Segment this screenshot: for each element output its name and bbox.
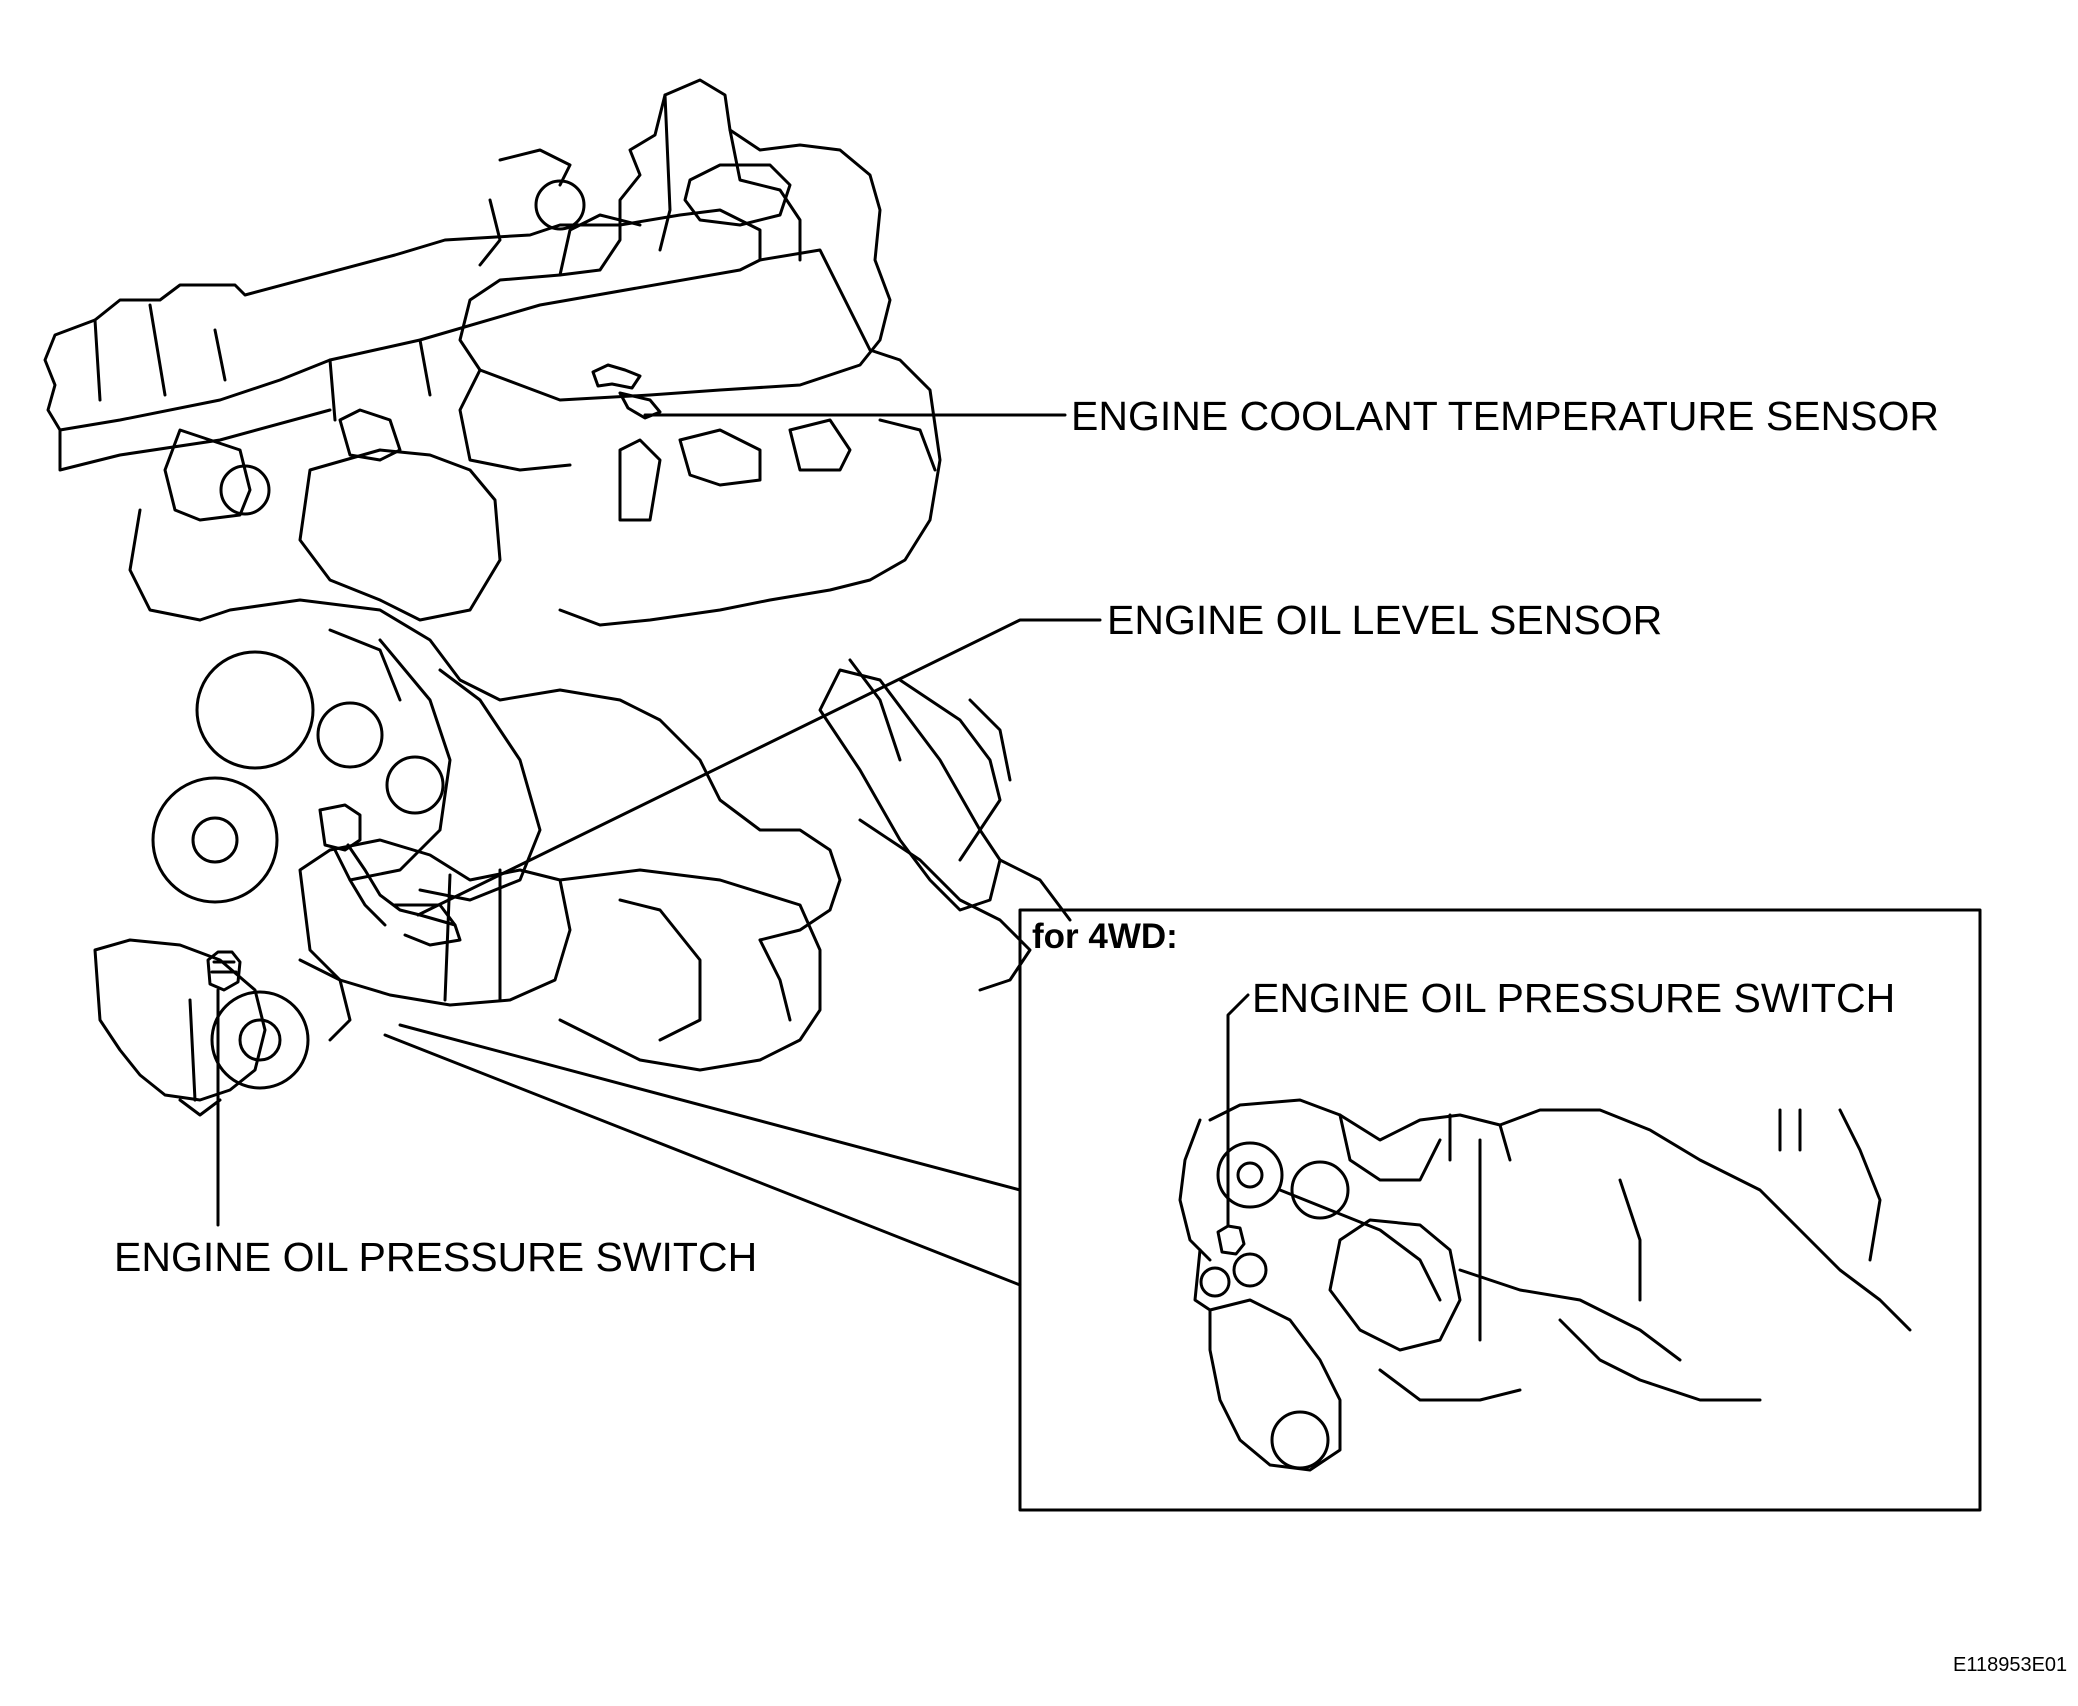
starter-pulley [210, 990, 310, 1090]
oil-level-sensor-label: ENGINE OIL LEVEL SENSOR [1107, 597, 1663, 643]
idler-pulley-1 [316, 701, 384, 769]
coolant-sensor-label: ENGINE COOLANT TEMPERATURE SENSOR [1071, 393, 1939, 439]
oil-level-sensor-body [318, 803, 362, 852]
inset-oil-filter [1208, 1298, 1342, 1472]
coolant-sensor-body [591, 363, 642, 390]
inset-callout-upper [398, 1023, 1022, 1192]
figure-id: E118953E01 [1953, 1654, 2068, 1676]
leader-lines [216, 413, 1102, 1287]
oil-pan [558, 868, 822, 1072]
valve-cover [43, 208, 762, 432]
oil-pressure-switch-inset-label: ENGINE OIL PRESSURE SWITCH [1252, 975, 1896, 1021]
crank-pulley [151, 776, 279, 904]
intake-manifold [458, 78, 892, 402]
engine-drawing [43, 78, 1072, 1117]
alternator [298, 838, 572, 1007]
inset-engine-drawing [1178, 1098, 1912, 1472]
inset-frame [1018, 908, 1982, 1512]
inset-callout-lower [383, 1033, 1022, 1287]
exhaust-pipe [818, 668, 1002, 912]
inset-oil-pressure-switch [1216, 1224, 1246, 1256]
idler-pulley-2 [385, 755, 445, 815]
timing-cover [198, 598, 842, 942]
upper-pulley [195, 650, 315, 770]
throttle-body [683, 163, 792, 227]
inset-oil-level-body [1328, 1218, 1462, 1352]
oil-level-leader [416, 618, 1102, 917]
starter-housing [93, 938, 267, 1102]
oil-press-inset-leader [1226, 993, 1250, 1228]
oil-pressure-switch-main-label: ENGINE OIL PRESSURE SWITCH [114, 1234, 758, 1280]
inset-title: for 4WD: [1032, 917, 1178, 956]
oil-pressure-switch-body [206, 950, 242, 992]
